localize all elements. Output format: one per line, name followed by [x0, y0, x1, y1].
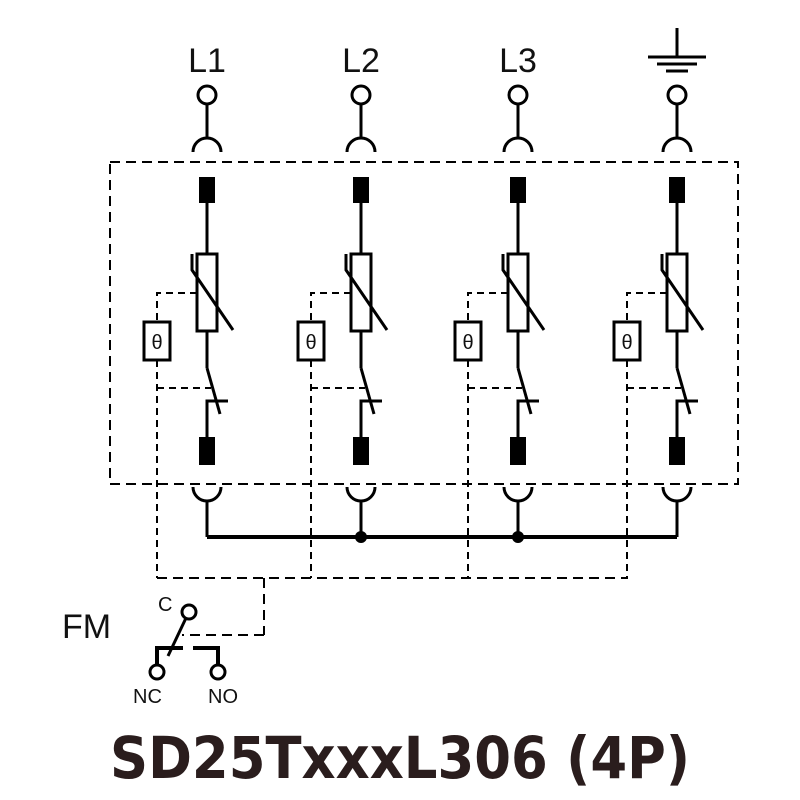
bottom-socket [191, 486, 223, 503]
fm-label: FM [62, 608, 111, 646]
thermal-sensor [453, 320, 483, 362]
disconnect-switch-contact [675, 399, 698, 437]
disconnect-switch-contact [205, 399, 228, 437]
varistor-slash [501, 254, 546, 331]
theta-icon: θ [462, 332, 473, 354]
nc-terminal[interactable] [148, 663, 166, 681]
bottom-contact-block [669, 437, 685, 465]
disconnect-switch-arm [359, 367, 376, 415]
bottom-socket [661, 486, 693, 503]
thermal-link-upper [310, 292, 351, 322]
nc-label: NC [133, 686, 162, 708]
pole-label: L3 [499, 42, 537, 80]
no-contact [193, 646, 220, 666]
bottom-socket [502, 486, 534, 503]
top-socket [661, 136, 693, 153]
thermal-sensor [296, 320, 326, 362]
top-contact-block [510, 177, 526, 203]
theta-icon: θ [305, 332, 316, 354]
bus-junction-dot [512, 531, 524, 543]
disconnect-switch-arm [205, 367, 222, 415]
model-title: SD25TxxxL306 (4P) [110, 724, 690, 792]
junctions-layer [355, 531, 524, 543]
enclosure-outline [109, 161, 739, 485]
bus-junction-dot [355, 531, 367, 543]
bottom-contact-block [199, 437, 215, 465]
pole-label: L1 [188, 42, 226, 80]
disconnect-switch-arm [675, 367, 692, 415]
pole-1: L1 θ [142, 42, 235, 578]
theta-icon: θ [621, 332, 632, 354]
varistor-slash [344, 254, 389, 331]
thermal-link-upper [467, 292, 508, 322]
varistor-slash [660, 254, 705, 331]
poles-layer: L1 θ L2 θ L3 θ θ [142, 28, 706, 578]
thermal-link-upper [156, 292, 197, 322]
disconnect-switch-contact [359, 399, 382, 437]
varistor-slash [190, 254, 235, 331]
fm-relay: FM C NC NO [62, 594, 238, 708]
pole-3: L3 θ [453, 42, 546, 578]
input-terminal[interactable] [666, 84, 688, 106]
pole-2: L2 θ [296, 42, 389, 578]
thermal-link-upper [626, 292, 667, 322]
input-terminal[interactable] [350, 84, 372, 106]
top-contact-block [199, 177, 215, 203]
pole-4: θ [612, 28, 706, 578]
bottom-socket [345, 486, 377, 503]
disconnect-switch-contact [516, 399, 539, 437]
no-terminal[interactable] [209, 663, 227, 681]
top-socket [345, 136, 377, 153]
bottom-contact-block [353, 437, 369, 465]
pole-label: L2 [342, 42, 380, 80]
input-terminal[interactable] [507, 84, 529, 106]
relay-contact-arm [166, 617, 188, 657]
top-socket [502, 136, 534, 153]
no-label: NO [208, 686, 238, 708]
common-label: C [158, 594, 172, 616]
signal-network [157, 577, 628, 636]
disconnect-switch-arm [516, 367, 533, 415]
top-contact-block [669, 177, 685, 203]
top-contact-block [353, 177, 369, 203]
input-terminal[interactable] [196, 84, 218, 106]
ground-icon [648, 28, 706, 73]
common-terminal[interactable] [180, 603, 198, 621]
top-socket [191, 136, 223, 153]
bottom-contact-block [510, 437, 526, 465]
theta-icon: θ [151, 332, 162, 354]
